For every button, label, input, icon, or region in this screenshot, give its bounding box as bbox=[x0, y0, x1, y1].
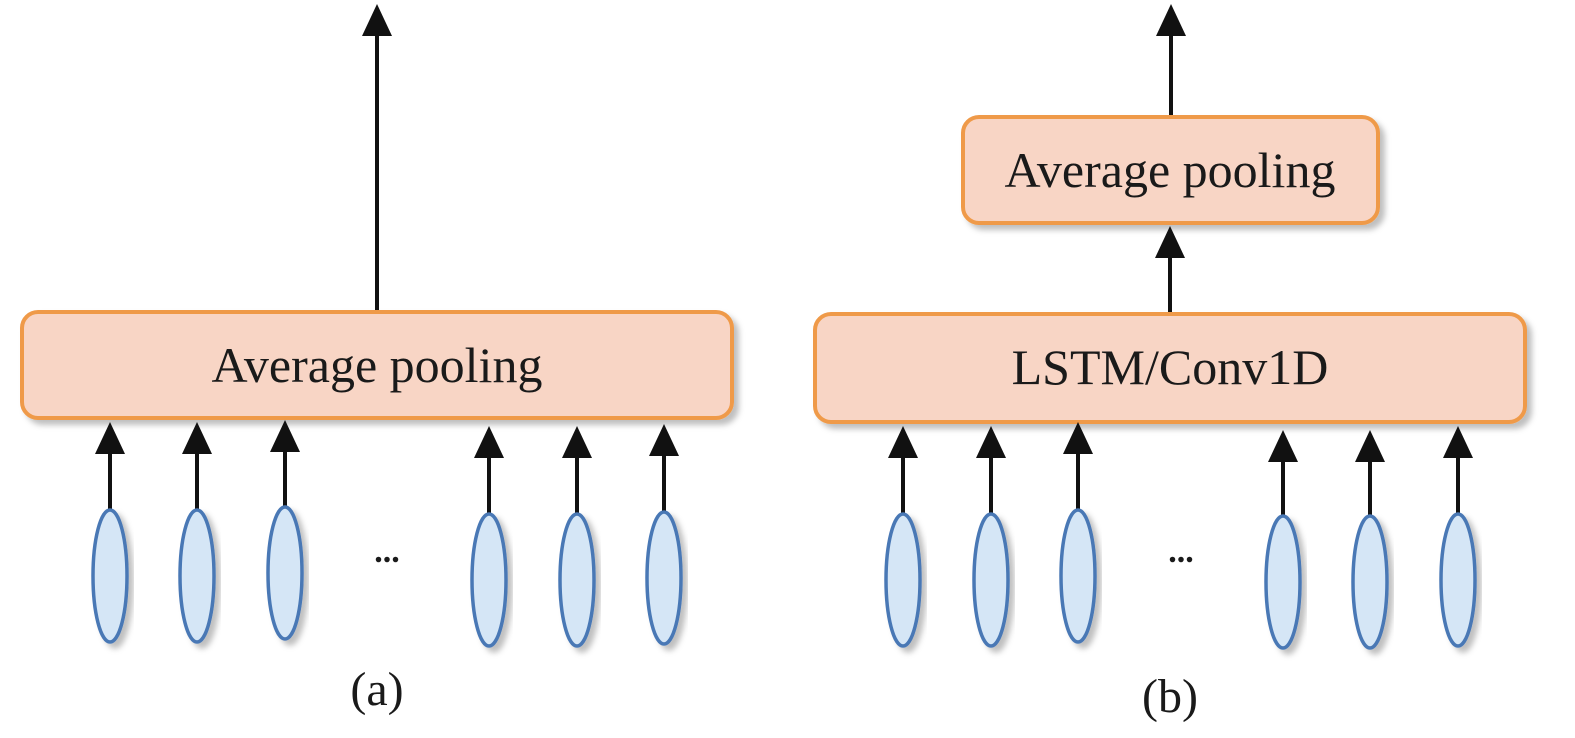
input-ellipse bbox=[884, 512, 922, 648]
input-token bbox=[178, 422, 216, 644]
input-arrows-b bbox=[884, 422, 1477, 650]
input-ellipse bbox=[645, 510, 683, 646]
input-ellipse bbox=[558, 512, 596, 648]
caption-a: (a) bbox=[350, 663, 403, 716]
panel-a: Average pooling ... (a) bbox=[20, 4, 734, 716]
input-ellipse bbox=[178, 508, 216, 644]
input-arrow-head bbox=[270, 420, 300, 452]
input-arrow-head bbox=[649, 424, 679, 456]
average-pooling-label-a: Average pooling bbox=[212, 337, 543, 393]
input-ellipse bbox=[1059, 508, 1097, 644]
input-arrow-head bbox=[562, 426, 592, 458]
input-arrow-head bbox=[1268, 430, 1298, 462]
input-token bbox=[1059, 422, 1097, 644]
input-arrow-head bbox=[888, 426, 918, 458]
input-ellipse bbox=[1439, 512, 1477, 648]
input-token bbox=[470, 426, 508, 648]
input-token bbox=[1264, 430, 1302, 650]
average-pooling-label-b: Average pooling bbox=[1005, 142, 1336, 198]
input-token bbox=[1439, 426, 1477, 648]
input-token bbox=[645, 424, 683, 646]
input-ellipse bbox=[1351, 514, 1389, 650]
input-arrow-head bbox=[95, 422, 125, 454]
input-ellipse bbox=[91, 508, 129, 644]
input-arrow-head bbox=[976, 426, 1006, 458]
panel-b: Average pooling LSTM/Conv1D ... (b) bbox=[813, 4, 1527, 723]
input-arrow-head bbox=[182, 422, 212, 454]
input-arrow-head bbox=[1355, 430, 1385, 462]
input-token bbox=[558, 426, 596, 648]
ellipsis-b: ... bbox=[1168, 533, 1194, 570]
input-token bbox=[266, 420, 304, 641]
input-arrow-head bbox=[1443, 426, 1473, 458]
middle-arrow-b bbox=[1155, 226, 1185, 314]
input-ellipse bbox=[1264, 514, 1302, 650]
caption-b: (b) bbox=[1142, 670, 1198, 723]
input-arrow-head bbox=[1063, 422, 1093, 454]
output-arrow-b bbox=[1156, 4, 1186, 117]
lstm-conv1d-label: LSTM/Conv1D bbox=[1012, 339, 1329, 395]
input-token bbox=[884, 426, 922, 648]
input-token bbox=[972, 426, 1010, 648]
input-token bbox=[1351, 430, 1389, 650]
input-arrows-a bbox=[91, 420, 683, 648]
lstm-conv1d-box: LSTM/Conv1D bbox=[813, 312, 1527, 424]
input-token bbox=[91, 422, 129, 644]
input-ellipse bbox=[972, 512, 1010, 648]
input-arrow-head bbox=[474, 426, 504, 458]
ellipsis-a: ... bbox=[374, 533, 400, 570]
average-pooling-box-a: Average pooling bbox=[20, 310, 734, 420]
average-pooling-box-b: Average pooling bbox=[961, 115, 1380, 225]
input-ellipse bbox=[470, 512, 508, 648]
input-ellipse bbox=[266, 505, 304, 641]
output-arrow-a bbox=[362, 4, 392, 312]
